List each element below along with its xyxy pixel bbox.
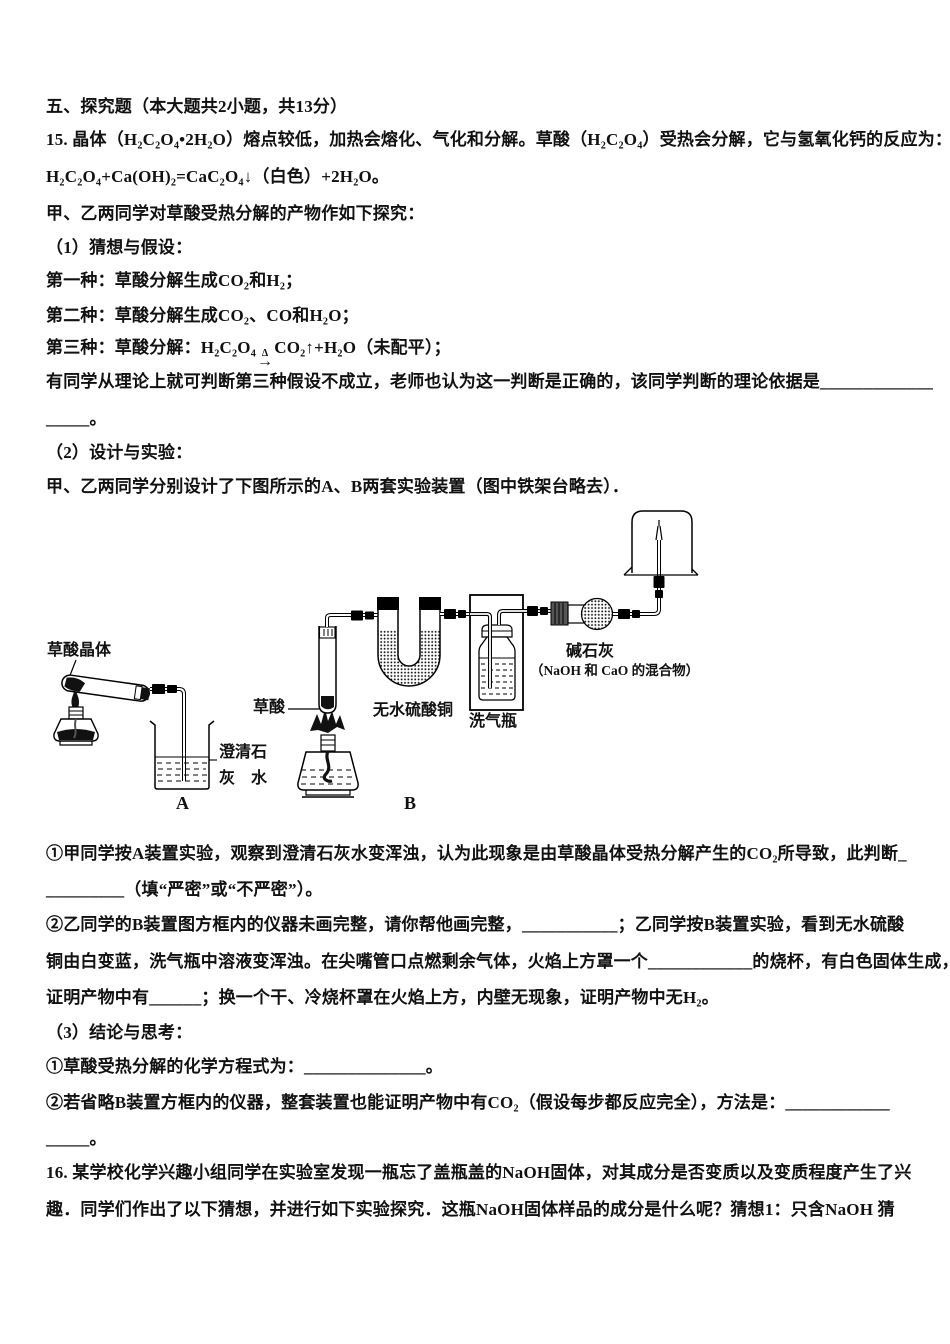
apparatus-a	[53, 659, 217, 790]
test-tube-b	[318, 626, 337, 714]
wash-bottle-box	[469, 594, 552, 711]
q15-guess1: 第一种：草酸分解生成CO₂和H₂；	[46, 271, 303, 290]
rubber-connector	[365, 611, 374, 620]
wick-collar-b	[320, 734, 336, 752]
delta-over-arrow: Δ→	[257, 348, 274, 370]
wash-bottle-label: 洗气瓶	[469, 713, 518, 730]
flame-b	[310, 709, 345, 733]
rubber-connector	[632, 610, 640, 618]
flame-a	[71, 688, 80, 708]
q15-guess3-suffix: CO₂↑+H₂O（未配平）；	[274, 338, 451, 357]
inverted-beaker	[623, 510, 699, 576]
rubber-connector	[351, 610, 363, 621]
q15-guess2: 第二种：草酸分解生成CO₂、CO和H₂O；	[46, 306, 359, 325]
q16-line2: 趣．同学们作出了以下猜想，并进行如下实验探究．这瓶NaOH固体样品的成分是什么呢…	[46, 1200, 895, 1219]
wash-bottle-liquid	[481, 663, 513, 695]
wick-b	[322, 750, 333, 783]
delivery-tube-b	[325, 610, 378, 627]
rubber-connector	[653, 576, 665, 588]
apparatus-diagram: 草酸晶体 澄清石 灰 水 A 草酸 无水硫酸铜 洗气瓶 碱石灰 （NaOH 和 …	[40, 498, 920, 828]
limewater-beaker	[149, 720, 217, 790]
q15-design-line: 甲、乙两同学分别设计了下图所示的A、B两套实验装置（图中铁架台略去）．	[46, 477, 630, 496]
lamp-base-b	[305, 790, 351, 796]
q15-step1-line1: ①甲同学按A装置实验，观察到澄清石灰水变浑浊，认为此现象是由草酸晶体受热分解产生…	[46, 844, 907, 863]
alcohol-lamp-a	[53, 688, 99, 746]
wick-collar-a	[68, 706, 84, 720]
alcohol-lamp-b	[297, 734, 359, 798]
rubber-connector	[152, 684, 165, 694]
q15-explore-line: 甲、乙两同学对草酸受热分解的产物作如下探究：	[46, 204, 425, 223]
delivery-tube-a	[150, 684, 186, 781]
section-header: 五、探究题（本大题共2小题，共13分）	[46, 97, 348, 116]
copper-sulfate-label: 无水硫酸铜	[373, 702, 454, 719]
q15-conclusion2-line1: ②若省略B装置方框内的仪器，整套装置也能证明产物中有CO₂（假设每步都反应完全）…	[46, 1093, 890, 1112]
limewater-liquid	[157, 762, 207, 782]
oxalic-acid-label: 草酸	[253, 699, 286, 716]
soda-lime-bulb	[550, 597, 614, 631]
apparatus-b	[288, 510, 699, 798]
oxalic-acid-sample	[321, 696, 334, 710]
q15-conclusion1: ①草酸受热分解的化学方程式为：______________。	[46, 1057, 443, 1076]
q15-reason-line2: _____。	[46, 409, 107, 428]
rubber-connector	[618, 609, 630, 619]
soda-lime-label: 碱石灰	[566, 643, 615, 660]
soda-lime-note-label: （NaOH 和 CaO 的混合物）	[530, 663, 700, 678]
pointed-nozzle	[655, 520, 663, 541]
rubber-connector	[540, 607, 548, 615]
rubber-connector	[167, 685, 177, 693]
apparatus-a-label: A	[176, 793, 189, 813]
stopper-a	[140, 687, 150, 701]
q15-reason-line1: 有同学从理论上就可判断第三种假设不成立，老师也认为这一判断是正确的，该同学判断的…	[46, 372, 934, 391]
q15-part2-header: （2）设计与实验：	[46, 443, 193, 462]
q15-step1-line2: _________（填“严密”或“不严密”）。	[46, 880, 323, 899]
rubber-connector	[655, 590, 663, 598]
q16-line1: 16. 某学校化学兴趣小组同学在实验室发现一瓶忘了盖瓶盖的NaOH固体，对其成分…	[46, 1163, 912, 1182]
q15-step2-line1: ②乙同学的B装置图方框内的仪器未画完整，请你帮他画完整，___________；…	[46, 915, 905, 934]
q15-part3-header: （3）结论与思考：	[46, 1023, 193, 1042]
q15-intro-line: 15. 晶体（H₂C₂O₄•2H₂O）熔点较低，加热会熔化、气化和分解。草酸（H…	[46, 130, 950, 149]
test-tube-a	[61, 674, 150, 702]
apparatus-b-label: B	[404, 793, 417, 813]
limewater-label-line2: 灰 水	[219, 770, 268, 787]
wash-bottle	[478, 636, 516, 701]
soda-lime-sphere	[580, 597, 614, 631]
q15-conclusion2-line2: _____。	[46, 1129, 107, 1148]
u-tube	[377, 597, 441, 687]
rubber-connector	[527, 606, 538, 616]
u-tube-stopper-left	[377, 597, 399, 610]
q15-guess3-prefix: 第三种：草酸分解：H₂C₂O₄	[46, 338, 257, 357]
rubber-connector	[444, 609, 456, 619]
tube-utube-to-washbottle	[440, 609, 472, 619]
apparatus-line-art	[53, 510, 699, 798]
stopper-b	[318, 626, 336, 639]
q15-equation: H₂C₂O₄+Ca(OH)₂=CaC₂O₄↓（白色）+2H₂O。	[46, 167, 390, 186]
rubber-connector	[458, 610, 466, 618]
u-tube-stopper-right	[419, 597, 441, 610]
lamp-base-a	[59, 741, 93, 746]
limewater-label-line1: 澄清石	[219, 744, 268, 761]
oxalic-crystal-label: 草酸晶体	[47, 642, 112, 659]
q15-step2-line2: 铜由白变蓝，洗气瓶中溶液变浑浊。在尖嘴管口点燃剩余气体，火焰上方罩一个_____…	[46, 952, 950, 971]
nozzle-tube	[613, 520, 665, 619]
q15-part1-header: （1）猜想与假设：	[46, 238, 193, 257]
oxalic-crystals-a	[64, 677, 86, 692]
q15-step2-line3: 证明产物中有______；换一个干、冷烧杯罩在火焰上方，内壁无现象，证明产物中无…	[46, 988, 719, 1007]
